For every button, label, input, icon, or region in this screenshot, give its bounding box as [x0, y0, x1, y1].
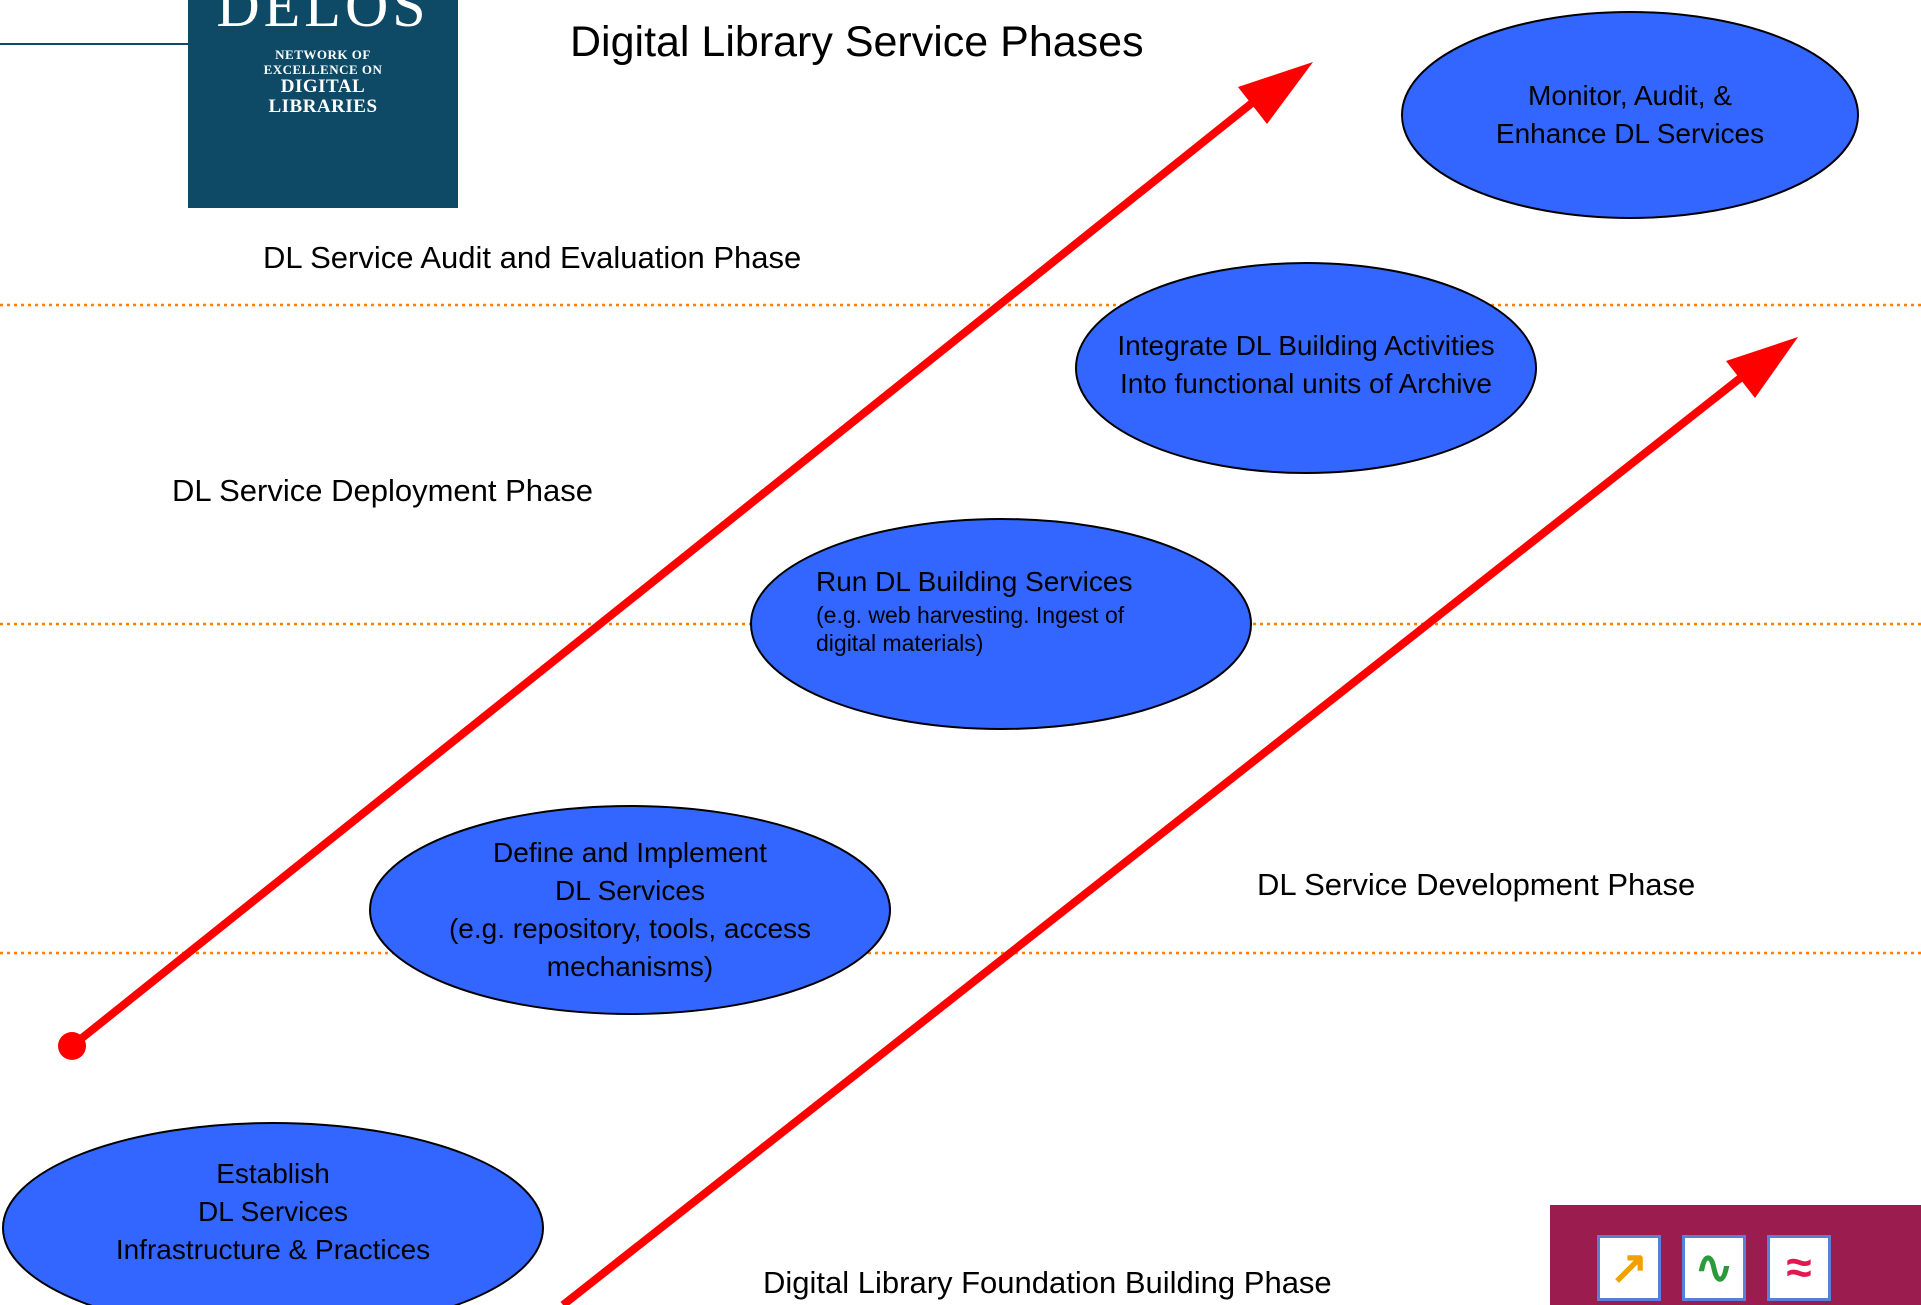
- ellipse-define-line-1: Define and Implement: [493, 837, 767, 868]
- phase-label-development: DL Service Development Phase: [1257, 867, 1696, 902]
- ellipse-establish-line-3: Infrastructure & Practices: [115, 1234, 431, 1265]
- ellipse-integrate-text: Integrate DL Building Activities Into fu…: [1076, 320, 1536, 410]
- right-arrowhead: [1726, 337, 1798, 398]
- ellipse-monitor: [1401, 11, 1859, 219]
- ellipse-integrate-line-2: Into functional units of Archive: [1120, 368, 1492, 399]
- ellipse-define-line-3: (e.g. repository, tools, access: [448, 913, 812, 944]
- ellipse-establish-line-2: DL Services: [198, 1196, 348, 1227]
- ellipse-establish-text: Establish DL Services Infrastructure & P…: [53, 1152, 493, 1272]
- logo-line: [0, 43, 190, 45]
- ellipse-define: [369, 805, 891, 1015]
- left-arrow-shaft: [69, 91, 1265, 1050]
- arrow-up-right-icon: ↗: [1597, 1235, 1661, 1301]
- ellipse-run: [750, 518, 1252, 730]
- left-arrowhead: [1238, 62, 1313, 124]
- partner-logo: ↗ ∿ ≈: [1550, 1205, 1921, 1305]
- phase-label-audit: DL Service Audit and Evaluation Phase: [263, 240, 802, 275]
- delos-logo-line-3: DIGITAL: [280, 76, 366, 97]
- ellipse-integrate: [1075, 262, 1537, 474]
- wave-icon: ∿: [1682, 1235, 1746, 1301]
- ellipse-run-sub-2: digital materials): [816, 630, 984, 656]
- ellipse-establish: [2, 1122, 544, 1305]
- right-arrow-shaft: [560, 368, 1751, 1305]
- ellipse-run-text: Run DL Building Services (e.g. web harve…: [816, 560, 1196, 660]
- phase-label-foundation: Digital Library Foundation Building Phas…: [763, 1265, 1332, 1300]
- delos-logo-word: DELOS: [216, 0, 430, 39]
- delos-logo: DELOS NETWORK OF EXCELLENCE ON DIGITAL L…: [188, 0, 458, 208]
- ellipse-define-text: Define and Implement DL Services (e.g. r…: [400, 835, 860, 985]
- approx-icon: ≈: [1767, 1235, 1831, 1301]
- ellipse-monitor-text: Monitor, Audit, & Enhance DL Services: [1440, 70, 1820, 160]
- delos-logo-line-1: NETWORK OF: [275, 47, 371, 62]
- diagram-title: Digital Library Service Phases: [570, 18, 1144, 66]
- ellipse-define-line-4: mechanisms): [546, 951, 714, 982]
- ellipse-run-main: Run DL Building Services: [816, 566, 1133, 597]
- ellipse-monitor-line-1: Monitor, Audit, &: [1528, 80, 1732, 111]
- phase-label-deployment: DL Service Deployment Phase: [172, 473, 593, 508]
- ellipse-define-line-2: DL Services: [555, 875, 705, 906]
- ellipse-monitor-line-2: Enhance DL Services: [1495, 118, 1765, 149]
- delos-logo-line-4: LIBRARIES: [268, 96, 378, 117]
- ellipse-run-sub-1: (e.g. web harvesting. Ingest of: [816, 602, 1125, 628]
- delos-logo-line-2: EXCELLENCE ON: [263, 62, 383, 77]
- ellipse-integrate-line-1: Integrate DL Building Activities: [1117, 330, 1495, 361]
- ellipse-establish-line-1: Establish: [216, 1158, 330, 1189]
